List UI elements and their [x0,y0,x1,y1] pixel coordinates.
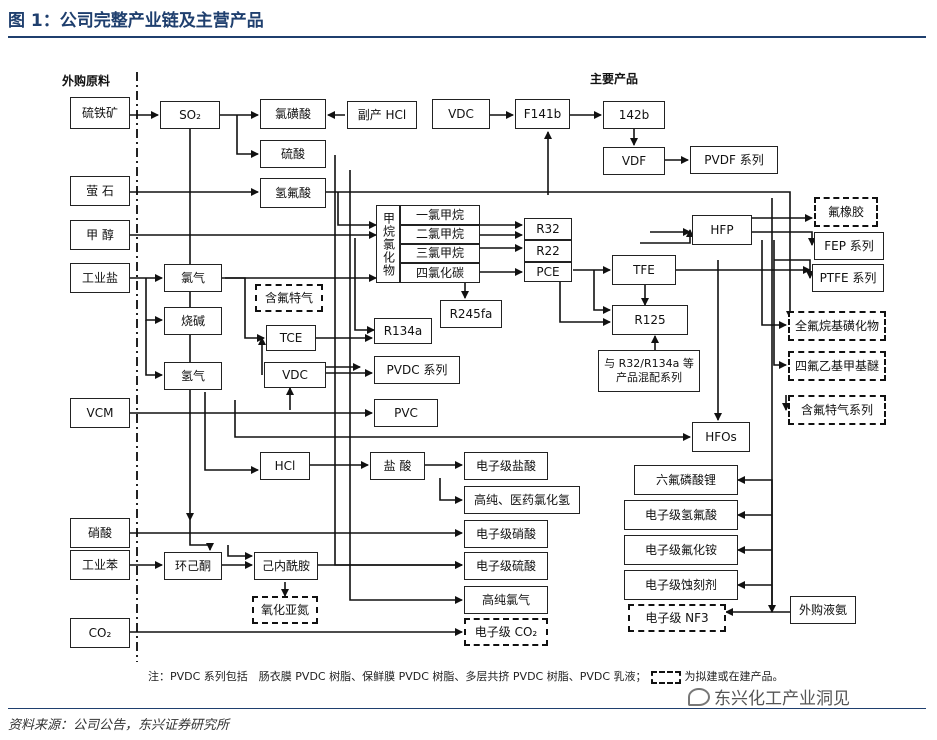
node-hfos: HFOs [692,422,750,452]
note-suffix: 为拟建或在建产品。 [684,670,784,683]
node-pyrite: 硫铁矿 [70,97,130,129]
node-r125: R125 [612,305,688,335]
node-e-nh4f: 电子级氟化铵 [624,535,738,565]
node-so2: SO₂ [160,101,220,129]
node-e-hf: 电子级氢氟酸 [624,500,738,530]
node-e-nitric: 电子级硝酸 [464,520,548,548]
node-e-co2: 电子级 CO₂ [464,618,548,646]
node-hf: 氢氟酸 [260,178,326,208]
node-industrial-salt: 工业盐 [70,263,130,293]
bottom-divider [8,708,926,709]
node-e-hcl: 电子级盐酸 [464,452,548,480]
note-prefix: 注：PVDC 系列包括 肠衣膜 PVDC 树脂、保鲜膜 PVDC 树脂、多层共挤… [148,670,647,683]
node-byproduct-hcl: 副产 HCl [347,101,417,129]
node-fluororubber: 氟橡胶 [814,197,878,227]
node-hydrogen: 氢气 [164,362,222,390]
node-blend: 与 R32/R134a 等产品混配系列 [598,350,700,392]
node-pvdc: PVDC 系列 [374,356,460,384]
node-hp-chlorine: 高纯氯气 [464,586,548,614]
node-f141b: F141b [515,99,570,129]
node-e-nf3: 电子级 NF3 [628,604,726,632]
node-sulfuric: 硫酸 [260,140,326,168]
node-cyclohexanone: 环己酮 [164,552,222,580]
node-pce: PCE [524,262,572,282]
node-r134a: R134a [374,318,432,344]
node-nitric: 硝酸 [70,518,130,548]
node-perfluoro-sulfonyl: 全氟烷基磺化物 [788,311,886,341]
node-e-etchant: 电子级蚀刻剂 [624,570,738,600]
figure-title: 图 1：公司完整产业链及主营产品 [8,11,264,31]
node-hydrochloric: 盐 酸 [370,452,425,480]
node-hp-hcl-gas: 高纯、医药氯化氢 [464,486,580,514]
watermark-text: 东兴化工产业洞见 [714,689,850,709]
node-co2: CO₂ [70,618,130,648]
node-vdc-top: VDC [432,99,490,129]
node-r32: R32 [524,218,572,240]
node-chlorosulfonic: 氯磺酸 [260,99,326,129]
left-heading: 外购原料 [62,74,111,88]
node-caustic: 烧碱 [164,307,222,335]
wechat-icon [688,687,710,706]
node-pvc: PVC [374,399,438,427]
node-ch2cl2: 二氯甲烷 [400,225,480,244]
node-tce: TCE [266,325,316,351]
node-vdc-mid: VDC [264,362,326,388]
node-hcl: HCl [260,452,310,480]
node-vcm: VCM [70,398,130,428]
node-vdf: VDF [603,147,665,175]
node-ch3cl: 一氯甲烷 [400,205,480,225]
node-chcl3: 三氯甲烷 [400,244,480,263]
node-hfp: HFP [692,215,752,245]
node-special-gas-series: 含氟特气系列 [788,395,886,425]
node-fep: FEP 系列 [814,232,884,260]
node-fluorite: 萤 石 [70,176,130,206]
node-lipf6: 六氟磷酸锂 [634,465,738,495]
node-liquid-ammonia: 外购液氨 [790,596,856,624]
watermark: 东兴化工产业洞见 [688,684,850,709]
dashed-box-legend-icon [650,670,681,684]
node-tfe: TFE [612,255,676,285]
node-methanol: 甲 醇 [70,220,130,250]
node-r22: R22 [524,240,572,262]
diagram-note: 注：PVDC 系列包括 肠衣膜 PVDC 树脂、保鲜膜 PVDC 树脂、多层共挤… [148,668,784,684]
node-e-sulfuric: 电子级硫酸 [464,552,548,580]
source-note: 资料来源：公司公告，东兴证券研究所 [8,718,230,733]
node-ptfe: PTFE 系列 [812,264,884,292]
node-benzene: 工业苯 [70,550,130,580]
node-ccl4: 四氯化碳 [400,263,480,283]
node-142b: 142b [603,101,665,129]
node-methane-chlorides: 甲烷氯化物 [376,205,400,283]
node-pvdf: PVDF 系列 [690,146,778,174]
node-chlorine-special-gas: 含氟特气 [255,284,323,312]
right-heading: 主要产品 [590,72,639,86]
node-caprolactam: 己内酰胺 [254,552,318,580]
node-nitrous-oxide: 氧化亚氮 [252,596,318,624]
node-tetrafluoro-ether: 四氟乙基甲基醚 [788,351,886,381]
title-divider [8,36,926,38]
node-r245fa: R245fa [440,300,502,328]
node-chlorine: 氯气 [164,264,222,292]
